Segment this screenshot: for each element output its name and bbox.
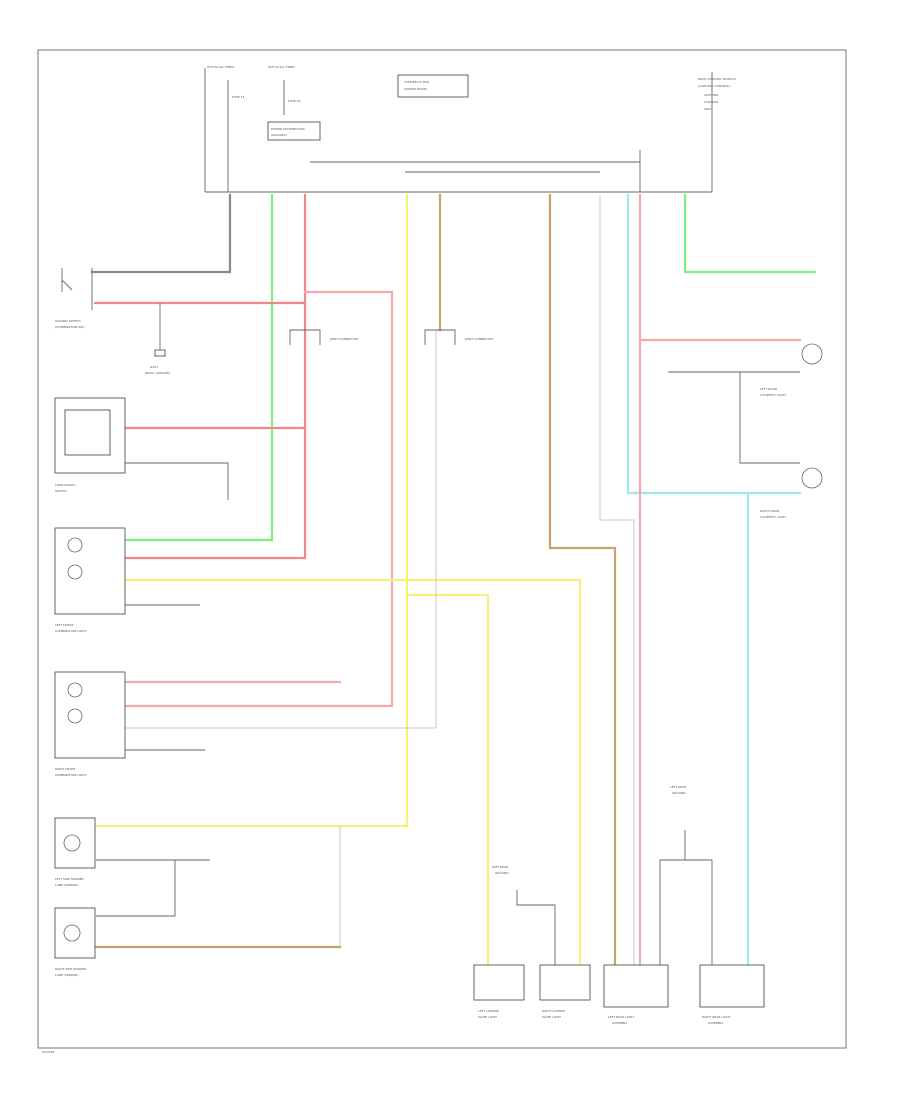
right-front-label-2: COMBINATION LIGHT [55, 773, 86, 777]
wire-yellow-main [94, 193, 409, 828]
wire-rear-ground-2 [685, 859, 713, 965]
hazard-switch-label-2: (COMBINATION SW) [55, 325, 85, 329]
right-door-label: RIGHT DOOR [760, 509, 779, 513]
left-front-label: LEFT FRONT [55, 623, 73, 627]
joint-b-label: JOINT CONNECTOR [464, 337, 493, 341]
footer-code: W70054 [42, 1050, 55, 1054]
turn-switch-label: TURN SIGNAL [54, 483, 76, 487]
hot-label-right: HOT IN ALL TIMES [268, 65, 295, 69]
wire-rear-ground [659, 830, 686, 965]
right-rear-light-assembly: RIGHT REAR LIGHT ASSEMBLY [699, 964, 765, 1025]
turn-switch-label-2: SWITCH [55, 489, 67, 493]
right-license-label: RIGHT LICENSE [542, 1009, 565, 1013]
rear-ground-label: LEFT REAR [670, 785, 686, 789]
left-door-label: LEFT DOOR [760, 387, 777, 391]
wire-gray-hazard [90, 193, 232, 274]
wire-yellow-lf [123, 578, 582, 967]
bcm-label-1: BODY CONTROL MODULE [698, 77, 736, 81]
wire-license-ground [516, 890, 556, 965]
ground-ref-label: POWER DISTRIBUTION [271, 127, 305, 131]
ground-ref-label-2: (GROUND) [271, 133, 287, 137]
right-rear-label: RIGHT REAR LIGHT [702, 1015, 731, 1019]
joint-connector-b: JOINT CONNECTOR [424, 329, 493, 345]
joint-connector-a: JOINT CONNECTOR [289, 329, 358, 345]
right-side-marker-lamp: RIGHT SIDE MARKER LAMP (MIRROR) [54, 907, 96, 977]
right-side-marker-label-2: LAMP (MIRROR) [55, 973, 79, 977]
wire-green-main [123, 193, 274, 542]
wire-pink-long [123, 290, 394, 708]
wire-green-right [683, 193, 817, 274]
left-side-marker-label: LEFT SIDE MARKER [55, 877, 84, 881]
ground-g101-symbol: G101 (BODY GROUND) [145, 349, 170, 375]
fuse-block-label-2: (UNDER-HOOD) [404, 87, 427, 91]
wire-yellow-license [405, 593, 490, 967]
ground-g1-label: G101 [150, 365, 158, 369]
wire-light-1 [599, 195, 635, 965]
license-ground-symbol: LEFT REAR GROUND [492, 865, 509, 875]
wire-door-ground-2 [739, 372, 800, 464]
wire-ground-hazard [125, 462, 229, 500]
right-front-combination-light: RIGHT FRONT COMBINATION LIGHT [54, 671, 126, 777]
left-rear-light-assembly: LEFT REAR LIGHT ASSEMBLY [603, 964, 669, 1025]
left-license-plate-light: LEFT LICENSE PLATE LIGHT [473, 964, 525, 1019]
wire-cyan-main [626, 193, 750, 967]
diagram-frame [37, 49, 847, 1049]
rear-ground-label-2: GROUND [672, 791, 686, 795]
right-license-label-2: PLATE LIGHT [542, 1015, 561, 1019]
right-door-label-2: COURTESY LIGHT [760, 515, 786, 519]
right-rear-label-2: ASSEMBLY [708, 1021, 724, 1025]
wire-ground-sidemarker-2 [96, 860, 176, 917]
left-front-combination-light: LEFT FRONT COMBINATION LIGHT [54, 527, 126, 633]
ground-ref-box [267, 121, 321, 141]
left-rear-label-2: ASSEMBLY [612, 1021, 628, 1025]
left-front-label-2: COMBINATION LIGHT [55, 629, 86, 633]
right-front-label: RIGHT FRONT [55, 767, 76, 771]
wires [90, 193, 817, 967]
bcm-label-2: (LIGHTING CONTROL) [698, 84, 730, 88]
fuse-block-label: FUSE/RELAY BOX [404, 80, 429, 84]
right-license-plate-light: RIGHT LICENSE PLATE LIGHT [539, 964, 591, 1019]
left-rear-label: LEFT REAR LIGHT [608, 1015, 634, 1019]
left-license-label-2: PLATE LIGHT [478, 1015, 497, 1019]
right-side-marker-label: RIGHT SIDE MARKER [55, 967, 86, 971]
power-supply-group: FUSE/RELAY BOX (UNDER-HOOD) POWER DISTRI… [204, 65, 736, 193]
wire-red-main [123, 193, 307, 560]
bcm-label-3: LIGHTING [704, 93, 719, 97]
bcm-label-4: CONTROL [704, 100, 719, 104]
bcm-label-5: UNIT [704, 107, 711, 111]
license-ground-label-2: GROUND [495, 871, 509, 875]
left-license-label: LEFT LICENSE [478, 1009, 499, 1013]
hot-label-left: HOT IN ALL TIMES [207, 65, 234, 69]
left-door-label-2: COURTESY LIGHT [760, 393, 786, 397]
wire-tan-rear [548, 193, 617, 967]
hazard-switch-group: HAZARD SWITCH (COMBINATION SW) [55, 268, 93, 329]
right-door-courtesy-light: RIGHT DOOR COURTESY LIGHT [760, 467, 823, 519]
left-door-courtesy-light: LEFT DOOR COURTESY LIGHT [760, 343, 823, 397]
license-ground-label: LEFT REAR [492, 865, 508, 869]
left-side-marker-label-2: LAMP (MIRROR) [55, 883, 79, 887]
turn-signal-switch: TURN SIGNAL SWITCH [54, 397, 126, 493]
fuse-b-label: FUSE 20 [288, 99, 301, 103]
fuse-a-label: FUSE 15 [232, 95, 245, 99]
joint-a-label: JOINT CONNECTOR [329, 337, 358, 341]
fuse-relay-box [397, 74, 469, 98]
wire-light-2 [125, 330, 437, 729]
ground-g1-label-2: (BODY GROUND) [145, 371, 170, 375]
left-side-marker-lamp: LEFT SIDE MARKER LAMP (MIRROR) [54, 817, 96, 887]
hazard-switch-label: HAZARD SWITCH [55, 319, 81, 323]
rear-ground-symbol: LEFT REAR GROUND [670, 785, 686, 795]
